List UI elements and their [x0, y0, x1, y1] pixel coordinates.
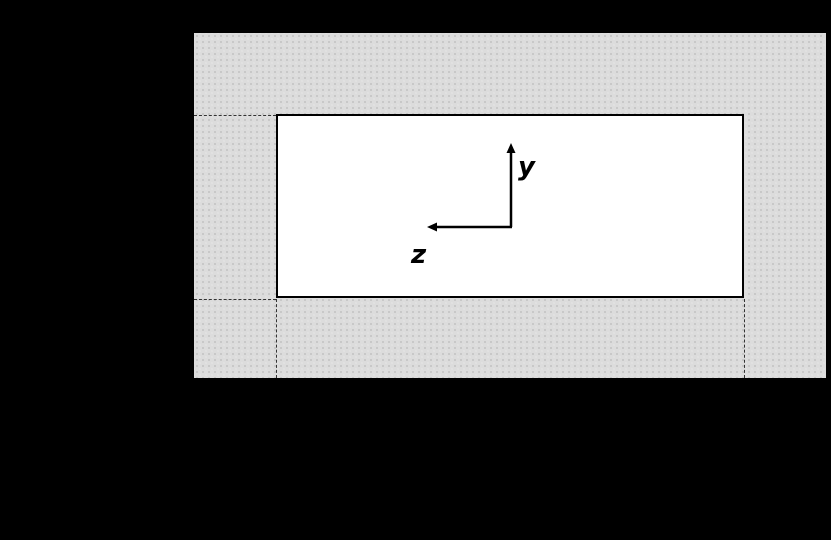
top-edge-guide-line — [194, 115, 276, 116]
y-axis-label: y — [518, 152, 535, 182]
left-edge-guide-line — [276, 299, 277, 378]
z-axis-arrow-icon — [427, 222, 512, 232]
right-edge-guide-line — [744, 299, 745, 378]
z-axis-label: z — [411, 240, 427, 270]
bottom-edge-guide-line — [194, 299, 276, 300]
y-axis-arrow-icon — [506, 143, 516, 227]
